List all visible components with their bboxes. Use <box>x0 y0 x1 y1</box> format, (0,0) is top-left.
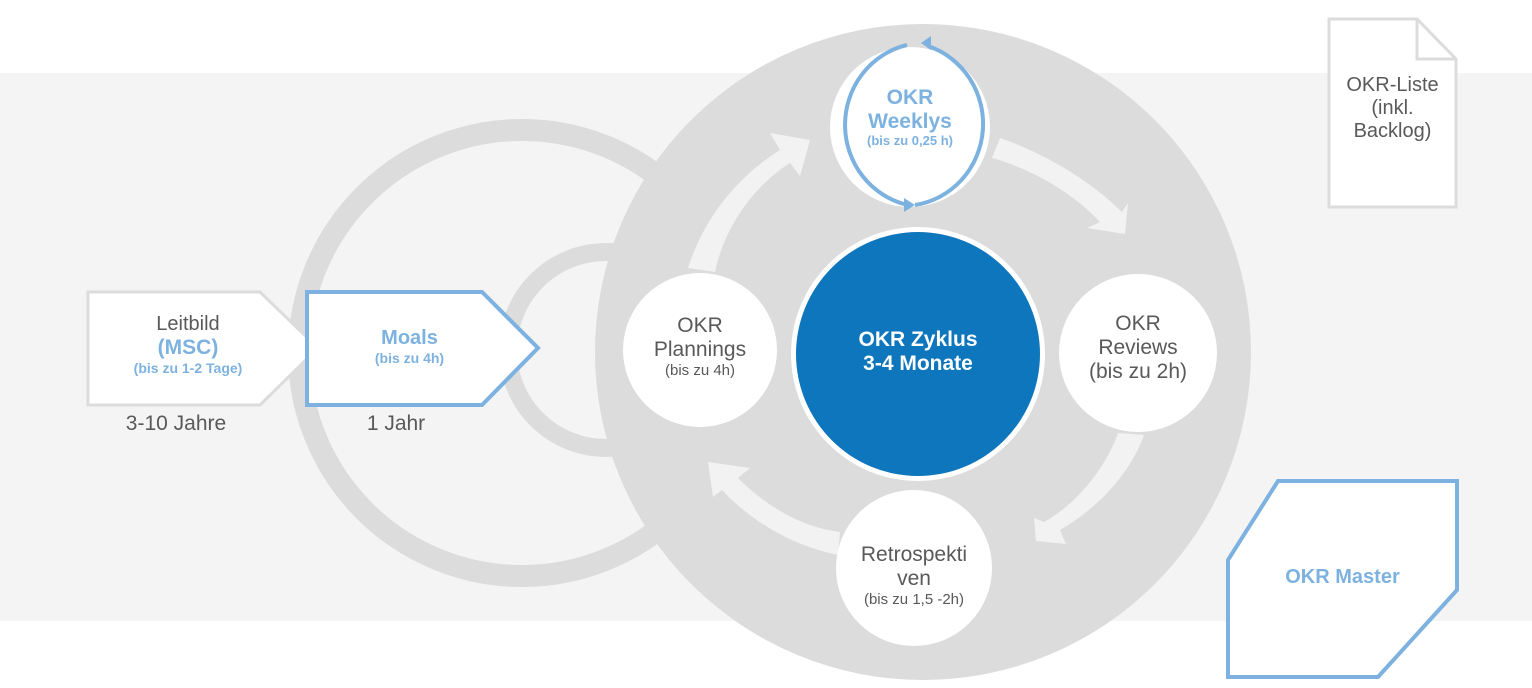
leitbild-shape[interactable] <box>86 290 321 407</box>
okr-list-label: OKR-Liste (inkl. Backlog) <box>1329 74 1456 143</box>
okr-list-line3: Backlog) <box>1353 120 1432 142</box>
moals-duration: (bis zu 4h) <box>374 350 445 366</box>
arrow-planning-to-weekly <box>688 133 810 272</box>
leitbild-subtitle: (MSC) <box>157 336 219 359</box>
weeklys-line1: OKR <box>886 86 934 109</box>
plannings-label: OKR Plannings (bis zu 4h) <box>630 314 770 380</box>
retros-duration: (bis zu 1,5 -2h) <box>863 591 965 609</box>
retros-line1: Retrospekti <box>860 543 968 566</box>
leitbild-horizon: 3-10 Jahre <box>125 412 227 435</box>
plannings-circle[interactable] <box>623 273 777 427</box>
leitbild-title: Leitbild <box>156 313 220 335</box>
leitbild-label: Leitbild (MSC) (bis zu 1-2 Tage) <box>88 313 288 376</box>
cycle-arrows <box>688 133 1144 555</box>
okr-list-document-icon[interactable] <box>1327 17 1458 209</box>
moals-label: Moals (bis zu 4h) <box>312 327 507 366</box>
reviews-duration: (bis zu 2h) <box>1088 360 1188 384</box>
plannings-line1: OKR <box>677 314 723 337</box>
moals-horizon: 1 Jahr <box>366 412 426 435</box>
core-line2: 3-4 Monate <box>863 352 973 376</box>
retros-label: Retrospekti ven (bis zu 1,5 -2h) <box>844 543 984 609</box>
moals-shape[interactable] <box>305 290 541 407</box>
core-line1: OKR Zyklus <box>858 328 978 351</box>
weeklys-label: OKR Weeklys (bis zu 0,25 h) <box>840 86 980 149</box>
okr-master-label: OKR Master <box>1285 566 1400 588</box>
reviews-label: OKR Reviews (bis zu 2h) <box>1068 312 1208 384</box>
reviews-line2: Reviews <box>1098 336 1178 360</box>
arrow-review-to-retro <box>1034 433 1144 544</box>
weekly-loop-arrowhead-bottom <box>904 198 915 212</box>
weekly-loop-arrowhead-top <box>921 36 931 50</box>
weeklys-duration: (bis zu 0,25 h) <box>867 133 953 149</box>
okr-master-shape[interactable] <box>1226 479 1459 679</box>
weeklys-circle[interactable] <box>830 47 990 207</box>
plannings-line2: Plannings <box>653 338 747 362</box>
reviews-circle[interactable] <box>1059 274 1217 432</box>
arrow-retro-to-planning <box>708 462 840 555</box>
core-circle-fill <box>796 232 1040 476</box>
retros-line2: ven <box>897 567 931 591</box>
retros-circle[interactable] <box>836 490 992 646</box>
plannings-duration: (bis zu 4h) <box>664 362 736 380</box>
moals-title: Moals <box>381 327 438 349</box>
okr-list-line1: OKR-Liste <box>1346 74 1439 96</box>
okr-list-line2: (inkl. <box>1371 97 1414 119</box>
arrow-weekly-to-review <box>992 138 1128 234</box>
core-label: OKR Zyklus 3-4 Monate <box>818 328 1018 376</box>
weekly-loop-icon <box>843 43 986 207</box>
reviews-line1: OKR <box>1115 312 1161 335</box>
okr-list-document-fold <box>1415 19 1456 61</box>
leitbild-duration: (bis zu 1-2 Tage) <box>133 360 243 377</box>
weeklys-line2: Weeklys <box>868 110 952 134</box>
